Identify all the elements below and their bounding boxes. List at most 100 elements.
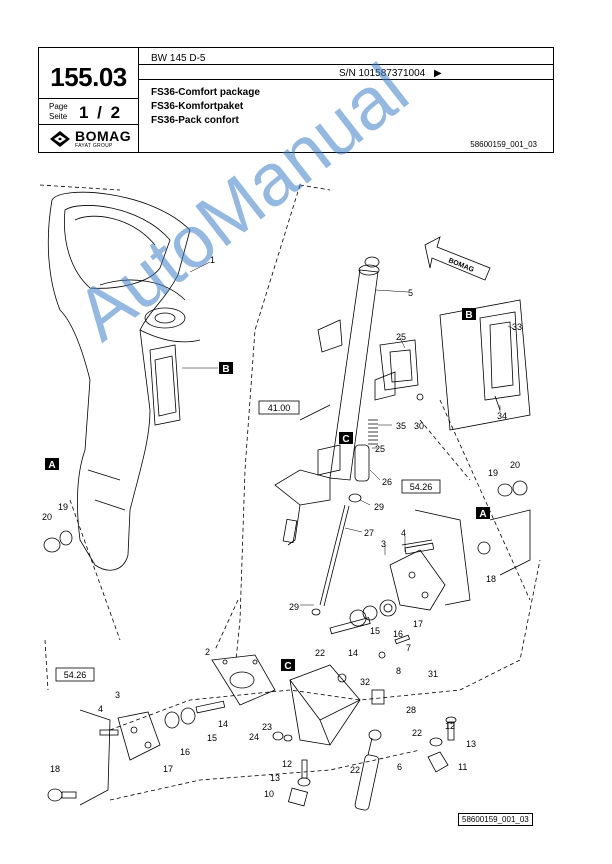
callout-22-a: 22: [315, 648, 325, 658]
serial-arrow-icon: ▶: [433, 68, 442, 79]
header-rule: [39, 98, 138, 99]
console-housing: [47, 191, 201, 571]
callout-15-r: 15: [370, 626, 380, 636]
description-fr: FS36-Pack confort: [151, 115, 239, 126]
callout-12-b: 12: [282, 759, 292, 769]
callout-31: 31: [428, 669, 438, 679]
part-number: 155.03: [50, 62, 127, 92]
callout-27: 27: [364, 528, 374, 538]
callout-18-l: 18: [50, 764, 60, 774]
serial-number: S/N 101587371004 ▶: [339, 68, 442, 79]
callout-32: 32: [360, 677, 370, 687]
callout-22-c: 22: [350, 765, 360, 775]
drawing-reference: 58600159_001_03: [470, 140, 537, 149]
callout-34: 34: [497, 411, 507, 421]
header-rule: [138, 79, 553, 80]
bomag-logo-icon: [50, 131, 70, 147]
header-divider: [138, 48, 139, 152]
marker-a-right: A: [479, 509, 486, 520]
callout-19-r: 19: [488, 468, 498, 478]
callout-30: 30: [414, 421, 424, 431]
lower-fasteners: [272, 731, 311, 807]
callout-4-r: 4: [401, 528, 406, 538]
lock-bracket: [374, 299, 531, 431]
callout-4-l: 4: [98, 704, 103, 714]
callout-25: 25: [396, 332, 406, 342]
direction-arrow-icon: [424, 236, 491, 281]
marker-c-lower: C: [284, 661, 291, 672]
callout-8: 8: [396, 666, 401, 676]
callouts: 1 5 25 33 34 35 30 25 26 29 27 19 20 4 3…: [42, 255, 522, 799]
callout-17-r: 17: [413, 619, 423, 629]
ref-boxes: 41.00 54.26 54.26: [55, 400, 441, 682]
joint-parts: [427, 716, 457, 773]
mount-plate: [211, 654, 276, 706]
bolt-set-right: [329, 599, 411, 659]
callout-13-r: 13: [466, 739, 476, 749]
callout-16-r: 16: [393, 629, 403, 639]
marker-c-upper: C: [342, 434, 349, 445]
construction-lines: [39, 184, 541, 801]
callout-13-b: 13: [270, 773, 280, 783]
callout-1: 1: [210, 255, 215, 265]
serial-text: S/N 101587371004: [339, 68, 426, 79]
callout-28: 28: [406, 705, 416, 715]
page-label-en: Page: [49, 102, 68, 111]
steering-column: [274, 256, 380, 546]
callout-20-l: 20: [42, 512, 52, 522]
callout-12-r: 12: [445, 721, 455, 731]
callout-3-l: 3: [115, 690, 120, 700]
leader-lines: [182, 261, 517, 606]
spring-parts: [311, 419, 378, 616]
page-label-de: Seite: [49, 112, 68, 121]
callout-17-l: 17: [163, 764, 173, 774]
callout-10: 10: [264, 789, 274, 799]
callout-24: 24: [249, 732, 259, 742]
callout-2: 2: [205, 647, 210, 657]
callout-3-r: 3: [381, 539, 386, 549]
callout-26: 26: [382, 477, 392, 487]
bottom-drawing-ref: 58600159_001_03: [458, 813, 533, 826]
header-rule: [138, 64, 553, 65]
marker-b-center: B: [222, 364, 229, 375]
gas-spring: [354, 729, 382, 811]
marker-a-left: A: [48, 460, 55, 471]
callout-29-b: 29: [289, 602, 299, 612]
callout-11: 11: [458, 762, 467, 772]
header-rule: [39, 124, 138, 125]
machine-model: BW 145 D-5: [151, 53, 206, 64]
callout-5: 5: [408, 288, 413, 298]
callout-7: 7: [406, 643, 411, 653]
screw-lower-left: [47, 788, 77, 802]
ref-box-54-right: 54.26: [410, 482, 433, 492]
callout-35: 35: [396, 421, 406, 431]
description-de: FS36-Komfortpaket: [151, 101, 244, 112]
pedal-bracket-left: [79, 700, 226, 806]
ref-box-54-left: 54.26: [64, 670, 87, 680]
logo-text: BOMAG: [75, 128, 132, 144]
callout-29: 29: [374, 502, 384, 512]
description-en: FS36-Comfort package: [151, 87, 260, 98]
header-block: 155.03 Page Seite 1 / 2 BOMAG FAYAT GROU…: [38, 47, 554, 153]
callout-23: 23: [262, 722, 272, 732]
ref-box-41: 41.00: [268, 403, 291, 413]
knob-left: [43, 530, 73, 553]
callout-18-r: 18: [486, 574, 496, 584]
logo-subtext: FAYAT GROUP: [75, 143, 113, 149]
callout-20-r: 20: [510, 460, 520, 470]
callout-16-l: 16: [180, 747, 190, 757]
knob-right: [477, 480, 531, 576]
bomag-logo: BOMAG FAYAT GROUP: [49, 128, 135, 150]
callout-14-r: 14: [348, 648, 358, 658]
section-markers: A B B C A C: [45, 308, 490, 672]
callout-33: 33: [512, 322, 522, 332]
page-number: 1 / 2: [79, 103, 123, 122]
callout-6: 6: [397, 762, 402, 772]
callout-19-l: 19: [58, 502, 68, 512]
callout-22-b: 22: [412, 728, 422, 738]
callout-15-l: 15: [207, 733, 217, 743]
damper-bracket: [289, 664, 385, 746]
callout-25-b: 25: [375, 444, 385, 454]
marker-b-right: B: [465, 310, 472, 321]
